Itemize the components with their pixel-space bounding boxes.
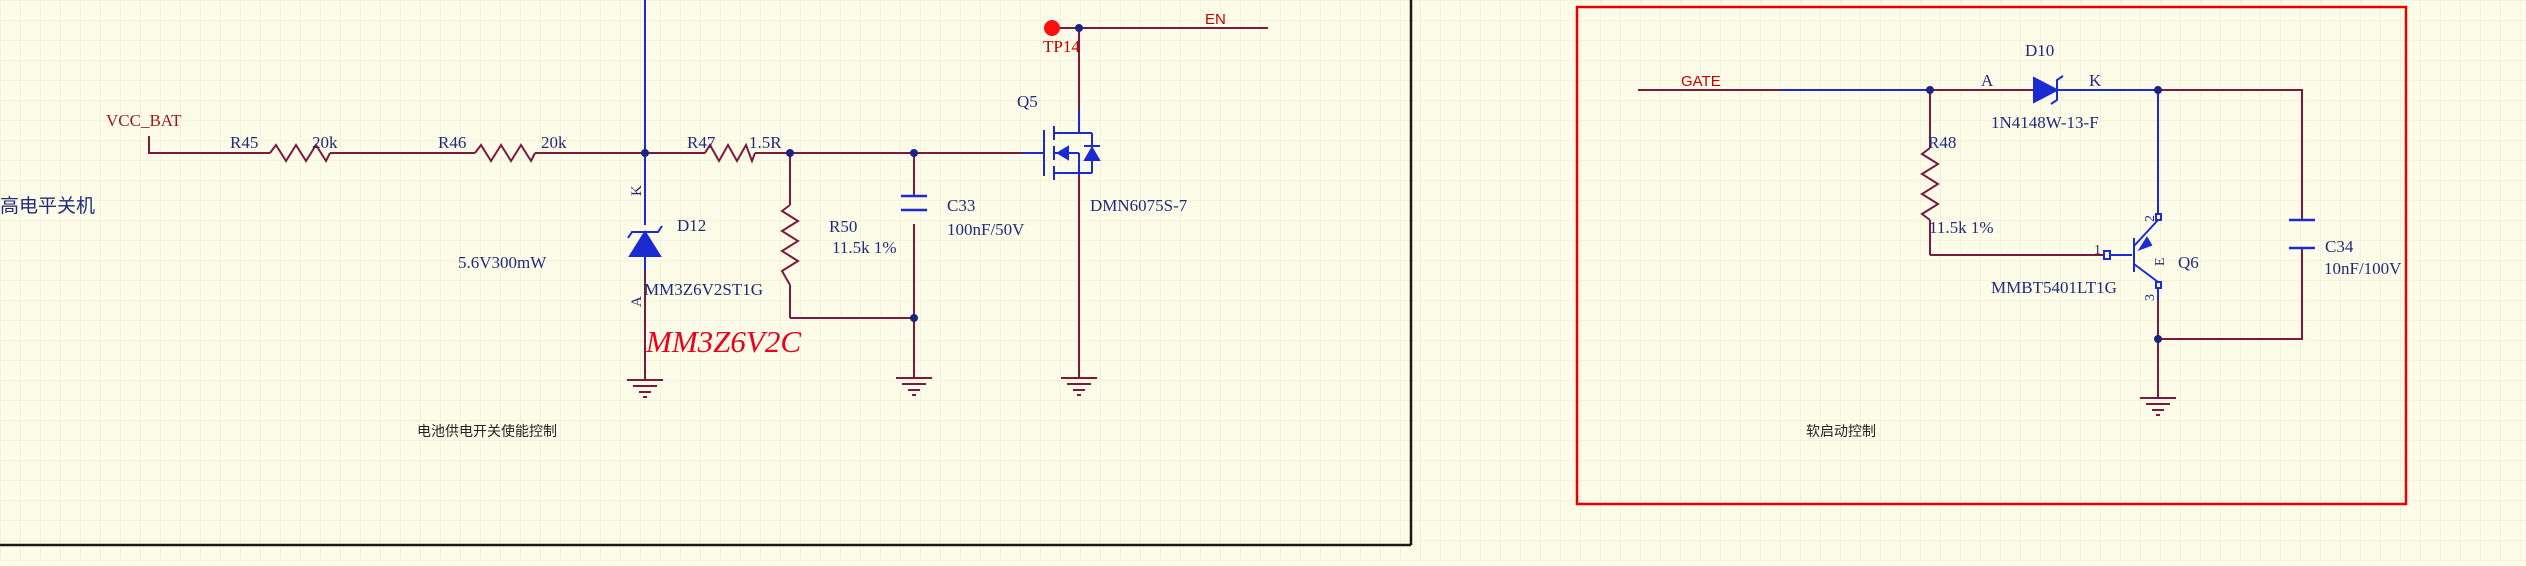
left-wires-maroon (148, 27, 1268, 380)
ground-symbol-c33 (896, 377, 932, 396)
r48-value: 11.5k 1% (1929, 218, 1994, 237)
ground-symbol-q5 (1061, 377, 1097, 396)
d12-note: 5.6V300mW (458, 253, 547, 272)
d12-part: MM3Z6V2ST1G (644, 280, 763, 299)
resistor-r45 (269, 143, 331, 164)
q6-ref: Q6 (2178, 253, 2199, 272)
net-label-vcc-bat: VCC_BAT (106, 111, 182, 130)
r46-ref: R46 (438, 133, 466, 152)
d10-ref: D10 (2025, 41, 2054, 60)
c33-ref: C33 (947, 196, 975, 215)
r47-value: 1.5R (749, 133, 782, 152)
left-junctions (641, 24, 1083, 322)
capacitor-c34 (2289, 218, 2315, 250)
c34-value: 10nF/100V (2324, 259, 2402, 278)
resistor-r47 (704, 142, 756, 164)
mosfet-q5 (1043, 110, 1101, 180)
zener-diode-d12 (627, 225, 663, 257)
q5-part: DMN6075S-7 (1090, 196, 1188, 215)
resistor-r50 (780, 204, 800, 286)
r46-value: 20k (541, 133, 567, 152)
d12-pin-a: A (629, 296, 645, 307)
q6-pin-2: 2 (2143, 215, 2158, 222)
q5-ref: Q5 (1017, 92, 1038, 111)
r50-ref: R50 (829, 217, 857, 236)
c34-ref: C34 (2325, 237, 2354, 256)
r45-ref: R45 (230, 133, 258, 152)
left-wires-blue (644, 0, 1044, 270)
d12-ref: D12 (677, 216, 706, 235)
testpoint-tp14-label: TP14 (1043, 37, 1080, 56)
left-sheet-border (0, 0, 1413, 547)
right-block-title: 软启动控制 (1806, 424, 1876, 440)
pnp-transistor-q6 (2103, 213, 2162, 289)
q6-pin-e: E (2153, 257, 2168, 266)
resistor-r46 (474, 143, 536, 164)
red-part-annotation: MM3Z6V2C (645, 324, 801, 359)
d12-pin-k: K (629, 185, 645, 196)
q6-pin-3: 3 (2143, 294, 2158, 301)
capacitor-c33 (901, 194, 927, 212)
resistor-r48 (1920, 147, 1940, 221)
c33-value: 100nF/50V (947, 220, 1025, 239)
diode-d10 (2033, 75, 2064, 105)
r50-value: 11.5k 1% (832, 238, 897, 257)
d10-pin-a: A (1981, 71, 1994, 90)
r45-value: 20k (312, 133, 338, 152)
d10-pin-k: K (2089, 71, 2102, 90)
right-wires-maroon (1638, 89, 2303, 398)
d10-part: 1N4148W-13-F (1991, 113, 2099, 132)
ground-symbol-q6 (2140, 397, 2176, 416)
q6-part: MMBT5401LT1G (1991, 278, 2117, 297)
r48-ref: R48 (1928, 133, 1956, 152)
ground-symbol-d12 (627, 379, 663, 398)
soft-start-frame (1575, 5, 2408, 506)
right-junctions (1926, 86, 2162, 343)
net-label-gate: GATE (1681, 73, 1721, 90)
side-note-label: 高电平关机 (0, 195, 95, 217)
testpoint-tp14-marker[interactable] (1044, 20, 1060, 36)
left-block-title: 电池供电开关使能控制 (417, 423, 557, 440)
r47-ref: R47 (687, 133, 716, 152)
net-label-en: EN (1205, 11, 1226, 28)
q6-pin-1: 1 (2094, 243, 2101, 258)
